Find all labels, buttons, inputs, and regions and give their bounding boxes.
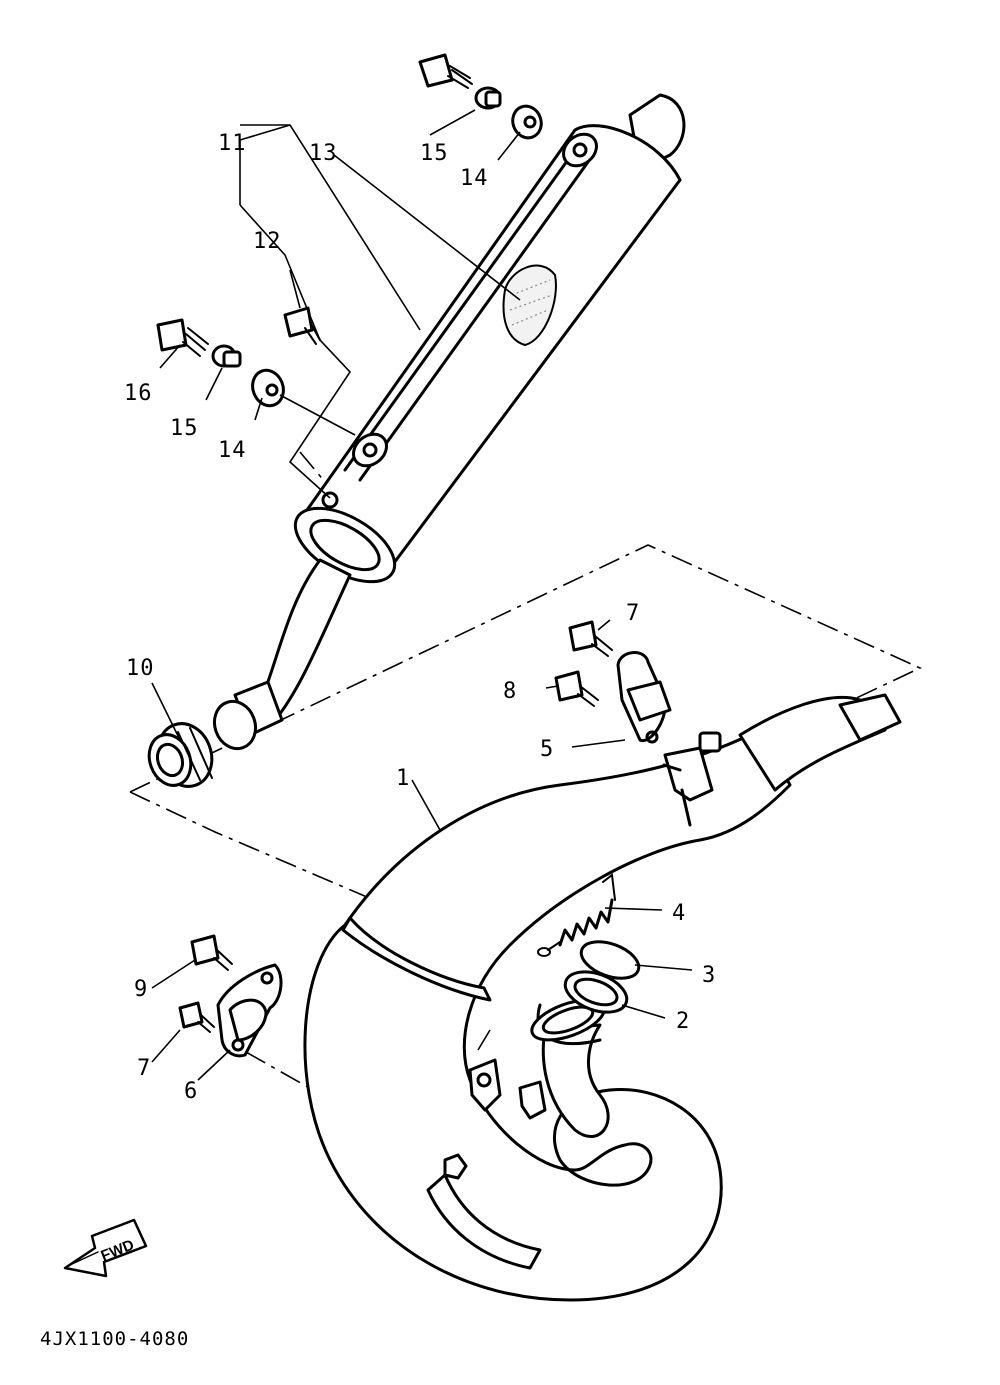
callout-4: 4 <box>672 901 686 926</box>
silencer <box>212 93 686 751</box>
callout-7-upper: 7 <box>626 601 640 626</box>
leader-lines <box>151 109 693 1081</box>
bolt-8 <box>554 670 599 707</box>
callout-labels: 1 2 3 4 5 6 7 7 8 9 10 11 12 13 14 14 15… <box>124 131 716 1104</box>
callout-14-lower: 14 <box>218 438 247 463</box>
callout-9: 9 <box>134 977 148 1002</box>
callout-3: 3 <box>702 963 716 988</box>
callout-13: 13 <box>309 141 338 166</box>
callout-12: 12 <box>253 229 282 254</box>
callout-10: 10 <box>126 656 155 681</box>
hardware <box>156 53 672 1180</box>
gasket-part-10 <box>147 722 214 788</box>
spring-4 <box>537 873 616 957</box>
forward-direction-arrow: FWD <box>63 1218 148 1278</box>
callout-1: 1 <box>396 766 410 791</box>
bracket-6 <box>216 963 283 1058</box>
bolt-top <box>418 53 473 89</box>
callout-5: 5 <box>540 737 554 762</box>
callout-16: 16 <box>124 381 153 406</box>
bolt-9 <box>190 934 233 971</box>
part-code: 4JX1100-4080 <box>40 1328 189 1350</box>
callout-2: 2 <box>676 1009 690 1034</box>
gasket-2 <box>563 970 629 1014</box>
bracket-5 <box>616 651 672 744</box>
callout-15-lower: 15 <box>170 416 199 441</box>
bolt-7-lower <box>178 1001 215 1033</box>
callout-6: 6 <box>184 1079 198 1104</box>
bolt-16 <box>156 318 209 357</box>
callout-7-lower: 7 <box>137 1056 151 1081</box>
callout-15-top: 15 <box>420 141 449 166</box>
bolt-7-upper <box>568 620 613 657</box>
callout-14-top: 14 <box>460 166 489 191</box>
expansion-chamber <box>303 693 902 1302</box>
callout-11: 11 <box>218 131 247 156</box>
callout-8: 8 <box>503 679 517 704</box>
